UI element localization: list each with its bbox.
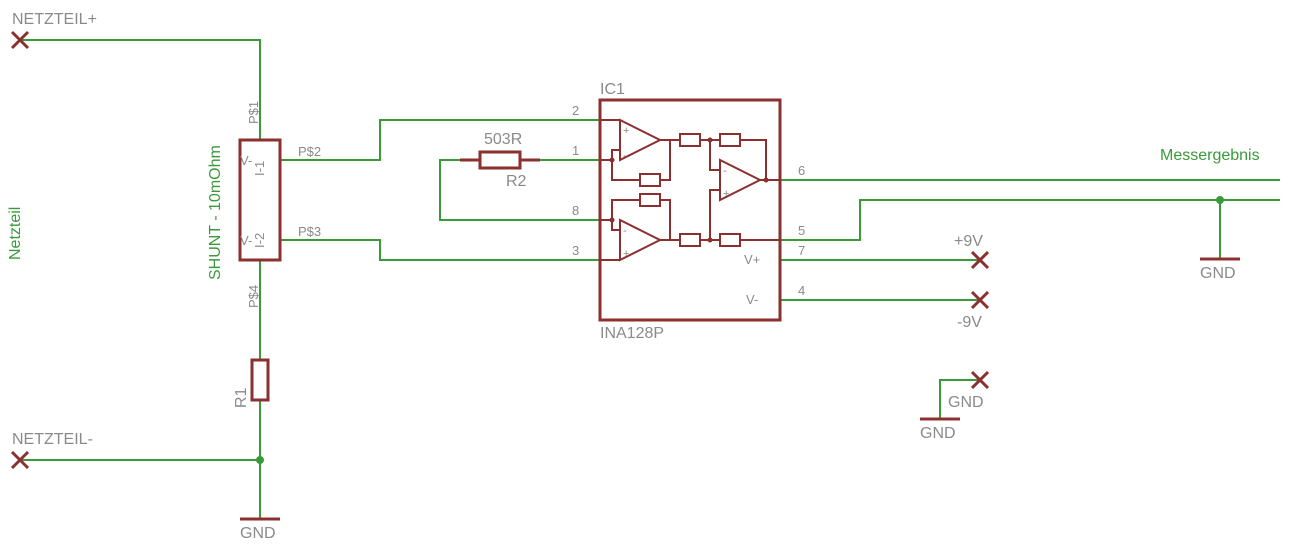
svg-text:-: - [623,225,627,237]
svg-text:+: + [723,188,729,200]
junction-dot [1216,196,1224,204]
minus9v-label: -9V [957,314,982,331]
connector-netzteil-plus-x[interactable] [10,30,30,50]
messergebnis-net-label: Messergebnis [1160,147,1260,164]
ic1-pin-2: 2 [572,103,579,118]
ic1-pin-5: 5 [798,223,805,238]
shunt-pin-i1: I-1 [252,161,267,176]
wire-r2-loop-pin8 [439,159,600,221]
shunt-body[interactable] [238,138,282,262]
wire-netzteil-plus [20,39,261,140]
gnd-label-lower-mid: GND [920,425,956,442]
connector-netzteil-minus-x[interactable] [10,450,30,470]
r1-name-label: R1 [233,387,250,408]
wires [20,39,1280,518]
gnd-label-right: GND [1200,265,1236,282]
shunt-pin-p3: P$3 [298,224,321,239]
ic1-internals: + - - + - + [600,118,780,262]
ic1-pin-4: 4 [798,283,805,298]
connector-plus9v-x[interactable] [970,250,990,270]
svg-text:-: - [723,165,727,177]
r2-name-label: R2 [506,173,527,190]
gnd-label-bottom: GND [240,525,276,542]
netzteil-plus-label: NETZTEIL+ [12,11,97,28]
shunt-pin-p1: P$1 [246,101,261,124]
ic1-vminus-label: V- [746,292,758,307]
shunt-pin-i2: I-2 [252,233,267,248]
netzteil-net-label: Netzteil [7,207,24,260]
connector-minus9v-x[interactable] [970,290,990,310]
ic1-vplus-label: V+ [744,252,760,267]
ic1-value-label: INA128P [600,325,664,342]
shunt-pin-p4: P$4 [246,285,261,308]
wire-gnd-connector [939,379,980,418]
junction-dot [256,456,264,464]
ic1-name-label: IC1 [600,81,625,98]
wire-p3-to-pin3 [280,239,600,261]
shunt-pin-p2: P$2 [298,144,321,159]
r2-value-label: 503R [484,131,522,148]
gnd-connector-label: GND [948,394,984,411]
connector-gnd-x[interactable] [970,370,990,390]
ic1-pin-1: 1 [572,143,579,158]
svg-text:+: + [623,125,629,137]
ic1-pin-3: 3 [572,243,579,258]
r1-body[interactable] [250,358,270,402]
ic1-pin-8: 8 [572,203,579,218]
svg-text:-: - [623,150,627,162]
ic1-body[interactable] [598,98,782,322]
svg-text:+: + [623,248,629,260]
plus9v-label: +9V [954,233,983,250]
shunt-pin-v-top: V- [240,153,252,168]
wire-pin5-ref [780,199,1280,241]
netzteil-minus-label: NETZTEIL- [12,431,93,448]
ic1-pin-7: 7 [798,243,805,258]
ic1-pin-6: 6 [798,163,805,178]
r2-body[interactable] [478,150,522,170]
shunt-pin-v-bottom: V- [240,233,252,248]
wire-p2-to-pin2 [280,119,600,161]
shunt-value-label: SHUNT - 10mOhm [207,145,224,280]
